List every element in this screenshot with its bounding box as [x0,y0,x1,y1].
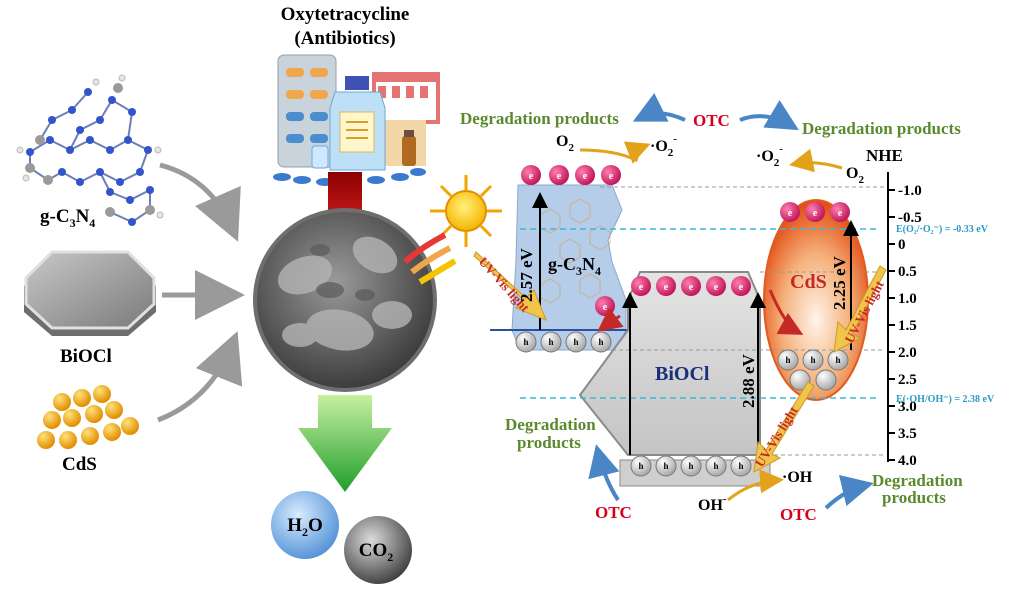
uv-vis-arrows [473,251,887,473]
sem-catalyst-image [253,208,437,392]
degradation-products-left: Degradation products [460,109,619,128]
svg-text:e: e [583,171,588,182]
h2o-bubble: H2O [271,491,339,559]
biocl-gap-label: 2.88 eV [739,353,758,408]
light-rays [402,232,457,285]
svg-text:e: e [689,282,694,293]
otc-bottom-right-arrow [824,475,874,510]
axis-tick-label: 2.5 [898,372,917,388]
gcn-label: g-C3N4 [40,206,95,230]
axis-tick-label: 4.0 [898,453,917,469]
degradation-products-bottom-left-1: Degradation [505,415,596,434]
axis-ticks: -1.0 -0.5 0 0.5 1.0 1.5 2.0 2.5 3.0 3.5 4.0 [888,183,922,469]
axis-tick-label: 3.0 [898,399,917,415]
o2-right: O2 [846,165,864,186]
svg-text:e: e [639,282,644,293]
electron-labels: e e e e e e e e e e e e e [529,171,843,313]
cds-particles [37,385,139,449]
cds-band-label: CdS [790,271,827,293]
degradation-products-bottom-left-2: products [517,433,581,452]
co2-bubble: CO2 [344,516,412,584]
hole-labels: h h h h h h h h h h h h [523,337,840,471]
transfer-arrows [597,289,804,335]
axis-tick-label: 2.0 [898,345,917,361]
reference-lines [520,228,880,399]
superoxide-right: ·O2- [756,143,783,169]
otc-top-arrows [632,92,799,131]
svg-text:CO2: CO2 [359,540,394,564]
sun-icon [430,175,502,247]
svg-text:h: h [573,337,578,347]
axis-tick-label: 0 [898,237,906,253]
title-line1: Oxytetracycline [281,4,410,25]
biocl-label: BiOCl [60,346,112,367]
gcn-molecule [16,74,164,226]
superoxide-arrows [579,141,843,173]
gcn-gap-label: 2.57 eV [517,247,536,302]
reference-label-o2: E(O₂/·O₂⁻) = -0.33 eV [896,224,989,235]
axis-tick-label: -0.5 [898,210,922,226]
electrons-cds [780,202,850,222]
nhe-label: NHE [866,146,903,165]
axis-tick-label: 3.5 [898,426,917,442]
svg-text:h: h [663,461,668,471]
svg-text:h: h [523,337,528,347]
svg-text:e: e [788,208,793,219]
axis-tick-label: 1.5 [898,318,917,334]
reference-label-oh: E(·OH/OH⁻) = 2.38 eV [896,394,995,405]
otc-bottom-left-arrow [588,444,620,502]
material-arrows [157,162,245,423]
gcn-band-label: g-C3N4 [548,254,601,278]
degradation-arrow [298,395,392,492]
biocl-band-label: BiOCl [655,363,710,385]
svg-text:h: h [713,461,718,471]
electrons-biocl [631,276,751,296]
svg-text:e: e [557,171,562,182]
electrons-gcn [521,165,621,185]
o2-left: O2 [556,133,574,154]
otc-bottom-right: OTC [780,505,817,524]
svg-text:h: h [688,461,693,471]
svg-text:e: e [529,171,534,182]
svg-text:h: h [738,461,743,471]
svg-text:e: e [739,282,744,293]
svg-text:h: h [785,355,790,365]
hydroxide-label: OH- [698,493,727,514]
oh-radical-label: ·OH [782,469,813,486]
otc-bottom-left: OTC [595,503,632,522]
superoxide-left: ·O2- [650,133,677,159]
antibiotics-illustration [273,54,440,187]
svg-text:h: h [835,355,840,365]
degradation-products-bottom-right-2: products [882,488,946,507]
otc-top: OTC [693,111,730,130]
axis-tick-label: 1.0 [898,291,917,307]
degradation-products-bottom-right-1: Degradation [872,471,963,490]
svg-text:h: h [598,337,603,347]
svg-text:e: e [603,302,608,313]
svg-text:e: e [609,171,614,182]
svg-text:h: h [810,355,815,365]
svg-text:e: e [813,208,818,219]
cds-label: CdS [62,454,97,475]
svg-text:h: h [548,337,553,347]
degradation-products-right: Degradation products [802,119,961,138]
svg-text:e: e [714,282,719,293]
title-line2: (Antibiotics) [294,28,395,49]
holes-gcn [515,331,612,353]
svg-text:h: h [638,461,643,471]
svg-text:H2O: H2O [287,515,323,539]
svg-text:e: e [838,208,843,219]
holes-biocl [630,455,752,477]
axis-tick-label: 0.5 [898,264,917,280]
axis-tick-label: -1.0 [898,183,922,199]
oh-radical-arrow [727,469,784,502]
biocl-plate [24,250,156,336]
svg-text:e: e [664,282,669,293]
cds-gap-label: 2.25 eV [830,255,849,310]
